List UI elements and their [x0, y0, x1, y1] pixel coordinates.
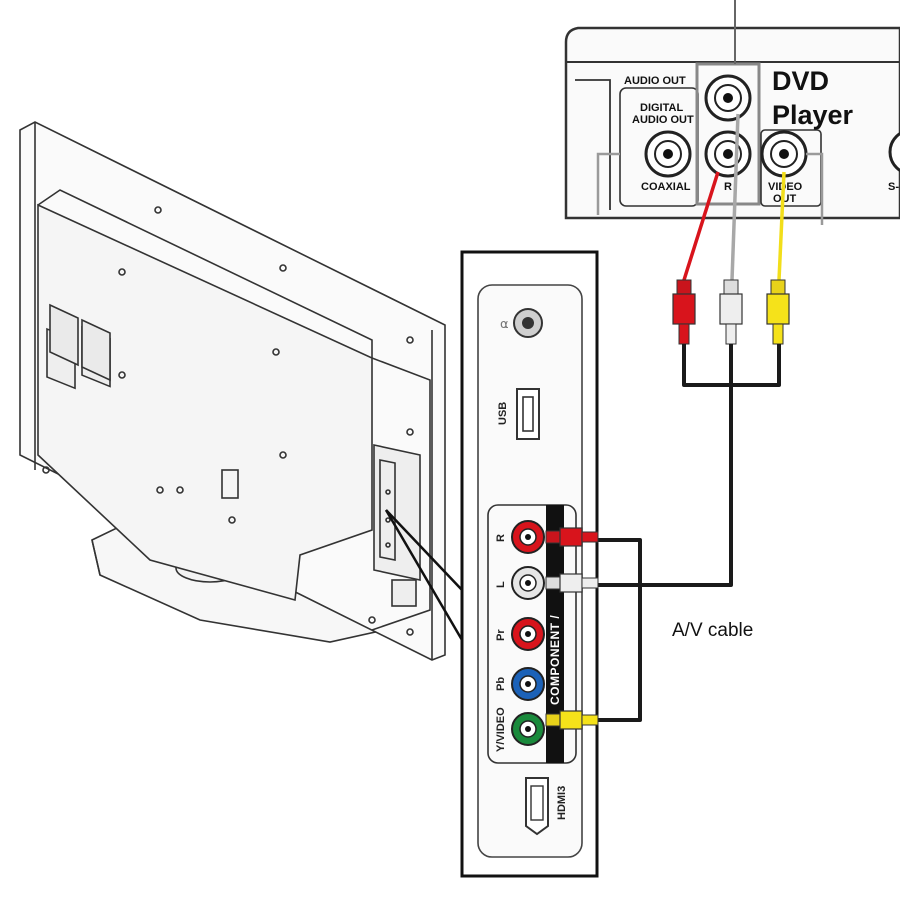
audio-out-label: AUDIO OUT — [624, 75, 686, 87]
tv-pb-label: Pb — [495, 677, 507, 691]
s-video-jack — [888, 131, 900, 173]
tv-l-label: L — [495, 581, 507, 588]
tv-audio-r-jack — [511, 520, 545, 554]
component-label: COMPONENT / — [548, 615, 562, 705]
rca-plug-white-tv — [545, 573, 599, 593]
hdmi-port: HDMI3 — [525, 777, 568, 836]
coaxial-jack — [644, 130, 692, 178]
dvd-title-line1: DVD — [772, 66, 829, 96]
audio-out-l-jack — [704, 74, 752, 122]
rca-plug-white-top — [719, 279, 743, 345]
tv-back-housing — [37, 203, 373, 602]
zoom-callout — [384, 509, 464, 641]
dvd-body — [564, 26, 900, 220]
tv-pb-jack — [511, 667, 545, 701]
video-label: VIDEO — [768, 181, 803, 193]
tv-y-video-label: Y/VIDEO — [495, 707, 507, 752]
dvd-cable-leads — [682, 113, 786, 281]
av-cable — [598, 344, 781, 722]
dvd-player: AUDIO OUT DIGITAL AUDIO OUT COAXIAL R VI… — [564, 0, 900, 225]
tv-audio-l-jack — [511, 566, 545, 600]
rca-plug-yellow-top — [766, 279, 790, 345]
tv-pr-jack — [511, 617, 545, 651]
tv-y-video-jack — [511, 712, 545, 746]
rca-plug-yellow-tv — [545, 710, 599, 730]
rca-plug-red-top — [672, 279, 696, 345]
tv-rear-view — [19, 121, 446, 661]
yellow-lead — [777, 171, 786, 281]
usb-label: USB — [497, 402, 509, 425]
red-lead — [682, 171, 720, 281]
tv-side-jack-panel — [373, 444, 421, 581]
headphone-icon: ⍺ — [500, 316, 509, 331]
tv-r-label: R — [495, 534, 507, 542]
digital-audio-out-label: AUDIO OUT — [632, 114, 694, 126]
coaxial-label: COAXIAL — [641, 181, 691, 193]
audio-out-r-jack — [704, 130, 752, 178]
usb-port: USB — [497, 388, 540, 440]
headphone-jack: ⍺ — [500, 308, 543, 338]
digital-label: DIGITAL — [640, 102, 683, 114]
hdmi-label: HDMI3 — [556, 786, 568, 820]
video-out-label: OUT — [773, 193, 797, 205]
rca-plug-red-tv — [545, 527, 599, 547]
tv-pr-label: Pr — [495, 629, 507, 641]
dvd-title-line2: Player — [772, 100, 854, 130]
tv-jack-panel: ⍺ USB COMPONENT / — [460, 250, 599, 878]
video-out-jack — [760, 130, 808, 178]
audio-r-label: R — [724, 181, 732, 193]
av-cable-label: A/V cable — [672, 620, 753, 641]
s-video-label: S- — [888, 181, 899, 193]
white-lead — [730, 113, 740, 281]
